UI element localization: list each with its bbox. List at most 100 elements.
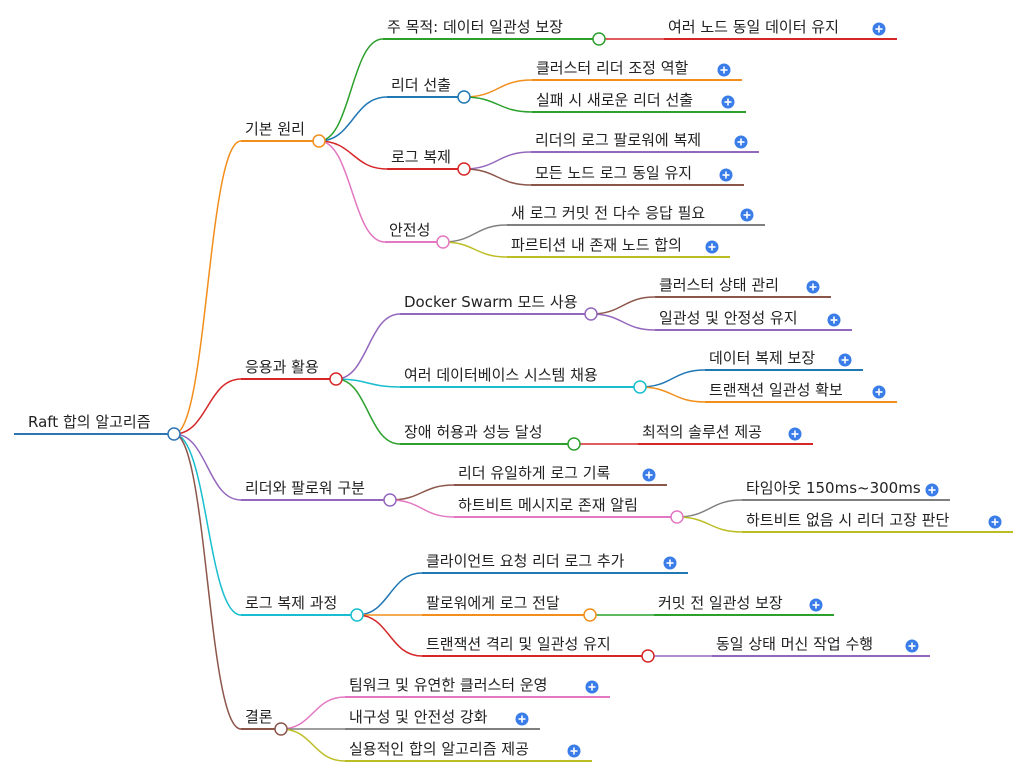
mindmap-node[interactable]: 동일 상태 머신 작업 수행 xyxy=(712,635,930,657)
mindmap-node[interactable]: 일관성 및 안정성 유지 xyxy=(655,309,852,331)
mindmap-node[interactable]: 하트비트 없음 시 리더 고장 판단 xyxy=(742,511,1013,533)
collapse-toggle-icon[interactable] xyxy=(457,162,471,176)
mindmap-node[interactable]: 안전성 xyxy=(385,221,450,249)
collapse-toggle-icon[interactable] xyxy=(312,134,326,148)
expand-plus-icon[interactable] xyxy=(809,598,823,612)
node-label: 모든 노드 로그 동일 유지 xyxy=(535,164,692,182)
mindmap-node[interactable]: 실패 시 새로운 리더 선출 xyxy=(532,91,746,113)
node-label: 실패 시 새로운 리더 선출 xyxy=(536,91,693,109)
mindmap-node[interactable]: 로그 복제 xyxy=(387,148,471,176)
collapse-toggle-icon[interactable] xyxy=(567,437,581,451)
node-label: 기본 원리 xyxy=(245,120,305,138)
expand-plus-icon[interactable] xyxy=(642,468,656,482)
expand-plus-icon[interactable] xyxy=(788,427,802,441)
collapse-toggle-icon[interactable] xyxy=(350,608,364,622)
mindmap-node[interactable]: 실용적인 합의 알고리즘 제공 xyxy=(345,740,592,762)
edge-branch-to-child xyxy=(318,140,386,243)
collapse-toggle-icon[interactable] xyxy=(329,372,343,386)
mindmap-node[interactable]: 결론 xyxy=(241,708,288,736)
mindmap-node[interactable]: Docker Swarm 모드 사용 xyxy=(400,293,598,321)
mindmap-node[interactable]: 트랜잭션 격리 및 일관성 유지 xyxy=(422,635,655,663)
edge-root-to-branch xyxy=(173,433,242,616)
collapse-toggle-icon[interactable] xyxy=(641,649,655,663)
node-label: 리더의 로그 팔로워에 복제 xyxy=(535,131,701,149)
mindmap-node[interactable]: 타임아웃 150ms~300ms xyxy=(742,479,950,501)
mindmap-node[interactable]: 모든 노드 로그 동일 유지 xyxy=(531,164,744,186)
edge-branch-to-child xyxy=(318,96,388,142)
expand-plus-icon[interactable] xyxy=(740,208,754,222)
expand-plus-icon[interactable] xyxy=(872,22,886,36)
expand-plus-icon[interactable] xyxy=(717,63,731,77)
node-label: 하트비트 없음 시 리더 고장 판단 xyxy=(746,511,949,529)
collapse-toggle-icon[interactable] xyxy=(633,380,647,394)
collapse-toggle-icon[interactable] xyxy=(592,32,606,46)
mindmap-node[interactable]: 리더 선출 xyxy=(387,76,471,104)
node-label: Docker Swarm 모드 사용 xyxy=(404,293,578,311)
collapse-toggle-icon[interactable] xyxy=(274,722,288,736)
expand-plus-icon[interactable] xyxy=(719,168,733,182)
mindmap-node[interactable]: 커밋 전 일관성 보장 xyxy=(654,594,834,616)
edge-branch-to-child xyxy=(389,484,455,501)
mindmap-node[interactable]: 장애 허용과 성능 달성 xyxy=(400,423,581,451)
edge-child-to-leaf xyxy=(639,369,706,388)
mindmap-node[interactable]: 팀워크 및 유연한 클러스터 운영 xyxy=(345,676,610,698)
mindmap-node[interactable]: 트랜잭션 일관성 확보 xyxy=(705,381,897,403)
collapse-toggle-icon[interactable] xyxy=(383,493,397,507)
node-label: 클러스터 상태 관리 xyxy=(659,276,779,294)
expand-plus-icon[interactable] xyxy=(721,95,735,109)
expand-plus-icon[interactable] xyxy=(838,353,852,367)
mindmap-root-node[interactable]: Raft 합의 알고리즘 xyxy=(14,413,181,441)
node-label: 일관성 및 안정성 유지 xyxy=(659,309,798,327)
edge-root-to-branch xyxy=(173,140,242,435)
node-label: 팀워크 및 유연한 클러스터 운영 xyxy=(349,676,547,694)
mindmap-node[interactable]: 데이터 복제 보장 xyxy=(705,349,863,371)
mindmap-node[interactable]: 팔로워에게 로그 전달 xyxy=(422,594,597,622)
expand-plus-icon[interactable] xyxy=(905,639,919,653)
edge-branch-to-child xyxy=(318,140,388,170)
mindmap-node[interactable]: 클러스터 리더 조정 역할 xyxy=(532,59,742,81)
expand-plus-icon[interactable] xyxy=(806,280,820,294)
node-label: 팔로워에게 로그 전달 xyxy=(426,594,560,612)
expand-plus-icon[interactable] xyxy=(872,385,886,399)
mindmap-node[interactable]: 클라이언트 요청 리더 로그 추가 xyxy=(422,552,688,574)
node-label: 리더 선출 xyxy=(391,76,451,94)
mindmap-node[interactable]: 여러 노드 동일 데이터 유지 xyxy=(664,18,897,40)
expand-plus-icon[interactable] xyxy=(925,483,939,497)
edge-root-to-branch xyxy=(173,433,242,501)
expand-plus-icon[interactable] xyxy=(663,556,677,570)
collapse-toggle-icon[interactable] xyxy=(436,235,450,249)
edge-branch-to-child xyxy=(335,378,401,388)
expand-plus-icon[interactable] xyxy=(734,135,748,149)
mindmap-node[interactable]: 응용과 활용 xyxy=(241,358,343,386)
mindmap-node[interactable]: 최적의 솔루션 제공 xyxy=(638,423,813,445)
collapse-toggle-icon[interactable] xyxy=(167,427,181,441)
mindmap-node[interactable]: 클러스터 상태 관리 xyxy=(655,276,831,298)
edge-child-to-leaf xyxy=(463,168,532,186)
mindmap-node[interactable]: 리더의 로그 팔로워에 복제 xyxy=(531,131,759,153)
mindmap-node[interactable]: 내구성 및 안전성 강화 xyxy=(345,708,540,730)
collapse-toggle-icon[interactable] xyxy=(670,510,684,524)
expand-plus-icon[interactable] xyxy=(705,240,719,254)
expand-plus-icon[interactable] xyxy=(515,712,529,726)
expand-plus-icon[interactable] xyxy=(988,515,1002,529)
collapse-toggle-icon[interactable] xyxy=(584,307,598,321)
node-label: 트랜잭션 일관성 확보 xyxy=(709,381,843,399)
edge-branch-to-child xyxy=(335,313,401,380)
mindmap-node[interactable]: 새 로그 커밋 전 다수 응답 필요 xyxy=(507,204,765,226)
edge-child-to-leaf xyxy=(463,96,533,113)
mindmap-node[interactable]: 여러 데이터베이스 시스템 채용 xyxy=(400,366,647,394)
edge-branch-to-child xyxy=(356,614,423,657)
collapse-toggle-icon[interactable] xyxy=(457,90,471,104)
expand-plus-icon[interactable] xyxy=(827,313,841,327)
expand-plus-icon[interactable] xyxy=(585,680,599,694)
collapse-toggle-icon[interactable] xyxy=(583,608,597,622)
mindmap-node[interactable]: 리더와 팔로워 구분 xyxy=(241,479,397,507)
mindmap-node[interactable]: 리더 유일하게 로그 기록 xyxy=(454,464,667,486)
mindmap-node[interactable]: 하트비트 메시지로 존재 알림 xyxy=(454,496,684,524)
expand-plus-icon[interactable] xyxy=(567,744,581,758)
mindmap-node[interactable]: 로그 복제 과정 xyxy=(241,594,364,622)
mindmap-node[interactable]: 주 목적: 데이터 일관성 보장 xyxy=(383,18,606,46)
mindmap-node[interactable]: 파르티션 내 존재 노드 합의 xyxy=(507,236,730,258)
edge-child-to-leaf xyxy=(590,296,656,315)
mindmap-node[interactable]: 기본 원리 xyxy=(241,120,326,148)
